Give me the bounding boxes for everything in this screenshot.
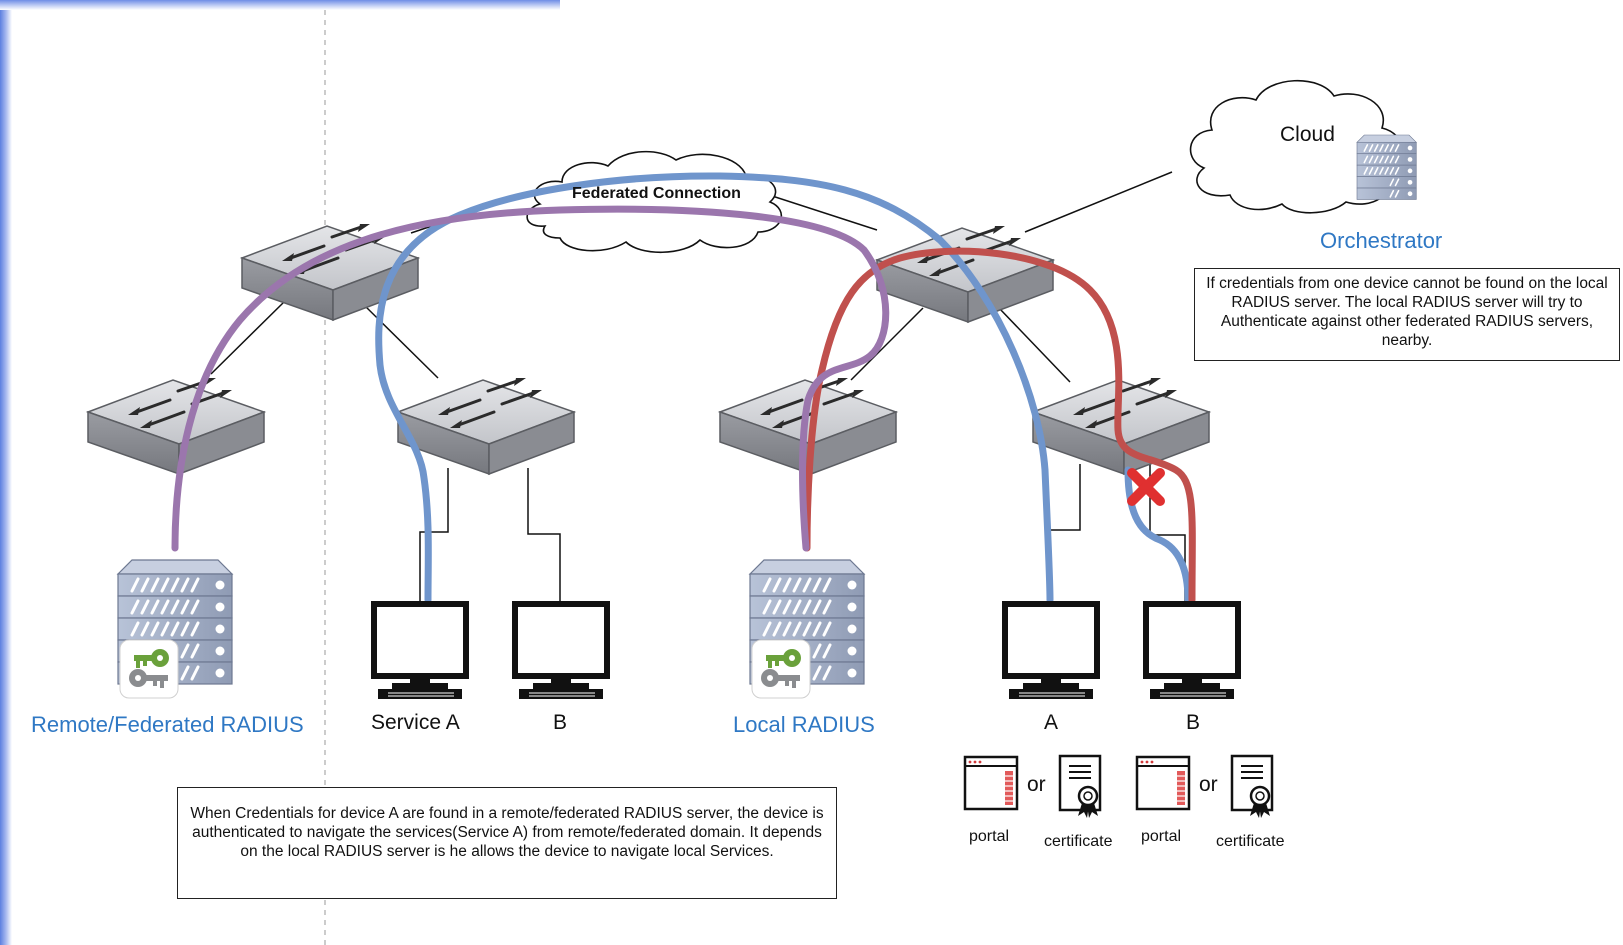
certificate-label-b: certificate bbox=[1216, 833, 1285, 850]
switch-service-access-icon bbox=[396, 376, 576, 476]
portal-icon-a bbox=[963, 755, 1019, 811]
cloud-label: Cloud bbox=[1280, 123, 1335, 146]
local-radius-label: Local RADIUS bbox=[733, 712, 875, 737]
local-radius-key-icon bbox=[751, 639, 811, 699]
service-a-label: Service A bbox=[371, 711, 460, 734]
orchestrator-cloud-icon bbox=[1189, 79, 1404, 214]
remote-radius-key-icon bbox=[119, 639, 179, 699]
federation-note-box: If credentials from one device cannot be… bbox=[1194, 268, 1620, 361]
orchestrator-server-icon bbox=[1356, 134, 1418, 201]
service-b-label: B bbox=[553, 711, 568, 734]
portal-icon-b bbox=[1135, 755, 1191, 811]
service-a-monitor-icon bbox=[374, 604, 466, 699]
device-b-label: B bbox=[1186, 711, 1201, 734]
or-label-a: or bbox=[1027, 773, 1046, 796]
orchestrator-label: Orchestrator bbox=[1320, 228, 1443, 253]
device-a-label: A bbox=[1044, 711, 1059, 734]
service-b-monitor-icon bbox=[515, 604, 607, 699]
portal-label-a: portal bbox=[969, 828, 1010, 845]
certificate-label-a: certificate bbox=[1044, 833, 1113, 850]
device-a-monitor-icon bbox=[1005, 604, 1097, 699]
or-label-b: or bbox=[1199, 773, 1218, 796]
left-edge-decoration bbox=[0, 0, 12, 945]
device-b-monitor-icon bbox=[1146, 604, 1238, 699]
certificate-icon-b bbox=[1230, 754, 1274, 820]
portal-label-b: portal bbox=[1141, 828, 1182, 845]
remote-radius-label: Remote/Federated RADIUS bbox=[31, 712, 304, 737]
blue-path-service-a bbox=[375, 172, 1054, 604]
purple-path-federated bbox=[171, 205, 890, 552]
red-path-local-to-b bbox=[803, 247, 1196, 604]
service-note-box: When Credentials for device A are found … bbox=[177, 787, 837, 899]
top-edge-decoration bbox=[0, 0, 560, 10]
red-x-icon bbox=[1127, 468, 1165, 506]
federated-connection-label: Federated Connection bbox=[572, 185, 741, 202]
switch-remote-access-icon bbox=[86, 376, 266, 476]
certificate-icon-a bbox=[1058, 754, 1102, 820]
